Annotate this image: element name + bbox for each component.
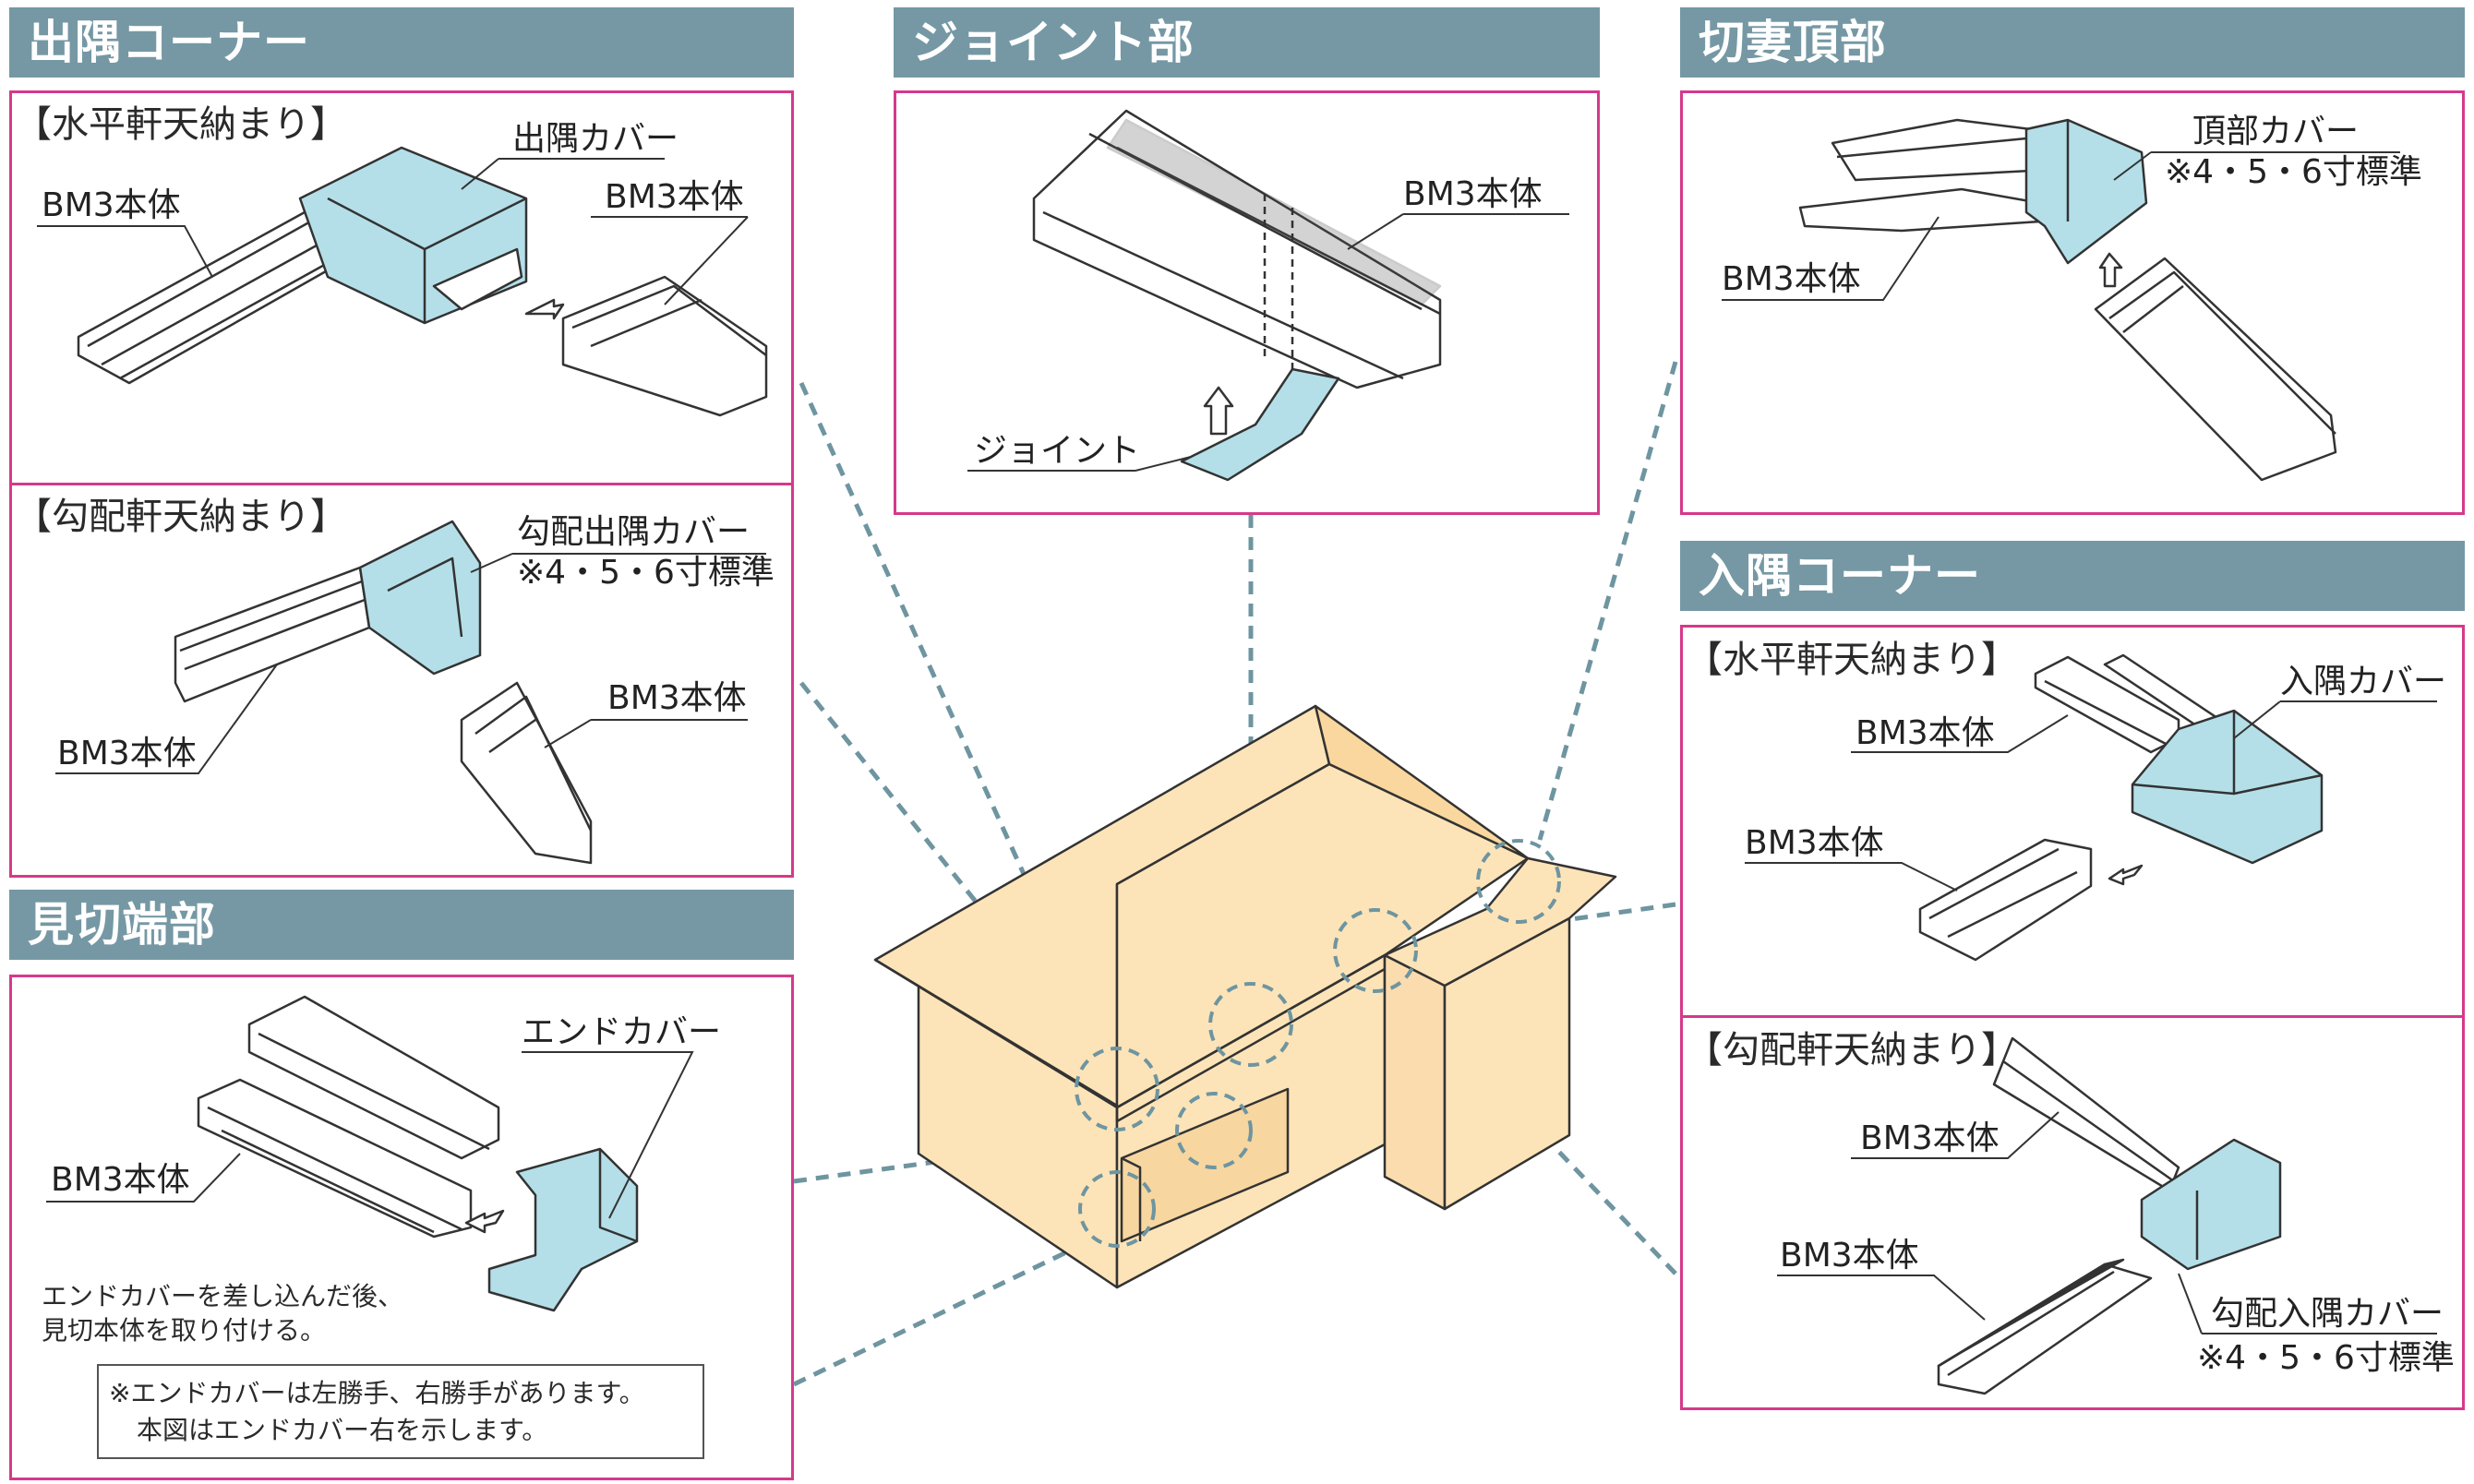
irizumi-sloped-body-bottom-label: BM3本体 <box>1780 1237 1919 1275</box>
kirizuma-leaders <box>1722 151 2400 301</box>
dezumi-horizontal-body-right-label: BM3本体 <box>605 178 744 216</box>
mikiri-cover-label: エンドカバー <box>522 1013 722 1051</box>
dezumi-sloped-cover-label: 勾配出隅カバー <box>517 513 751 551</box>
dezumi-horizontal-cover-label: 出隅カバー <box>512 120 679 158</box>
mikiri-instruction-line2: 見切本体を取り付ける。 <box>42 1315 327 1346</box>
header-mikiri-title: 見切端部 <box>28 898 216 951</box>
irizumi-horizontal-cover-label: 入隅カバー <box>2280 663 2447 700</box>
kirizuma-drawing <box>1798 118 2337 482</box>
header-irizumi-corner: 入隅コーナー <box>1680 541 2465 611</box>
dezumi-sloped-drawing <box>174 520 593 865</box>
irizumi-sloped-body-top-label: BM3本体 <box>1860 1119 2000 1157</box>
irizumi-horizontal-leaders <box>1745 700 2437 892</box>
irizumi-sloped-heading: 【勾配軒天納まり】 <box>1686 1029 2018 1071</box>
detail-circles <box>1075 839 1561 1248</box>
dezumi-sloped-body-right-label: BM3本体 <box>607 679 747 717</box>
irizumi-sloped-drawing <box>1937 1036 2282 1395</box>
kirizuma-cover-label: 頂部カバー <box>2192 113 2360 150</box>
dezumi-sloped-heading: 【勾配軒天納まり】 <box>15 496 347 538</box>
irizumi-sloped-leaders <box>1777 1111 2437 1334</box>
joint-drawing <box>1032 109 1442 482</box>
joint-leaders <box>967 213 1569 472</box>
irizumi-horizontal-body-top-label: BM3本体 <box>1856 714 1995 752</box>
mikiri-note-line1: ※エンドカバーは左勝手、右勝手があります。 <box>109 1378 645 1408</box>
irizumi-horizontal-heading: 【水平軒天納まり】 <box>1686 639 2018 681</box>
mikiri-note-box <box>97 1364 704 1459</box>
header-kirizuma: 切妻頂部 <box>1680 7 2465 78</box>
dezumi-horizontal-leaders <box>37 158 749 305</box>
mikiri-note-line2: 本図はエンドカバー右を示します。 <box>137 1415 548 1445</box>
joint-joint-label: ジョイント <box>974 432 1141 470</box>
dezumi-horizontal-body-left-label: BM3本体 <box>42 186 181 224</box>
header-joint: ジョイント部 <box>894 7 1600 78</box>
mikiri-body-label: BM3本体 <box>51 1161 190 1199</box>
header-joint-title: ジョイント部 <box>912 16 1195 69</box>
dezumi-sloped-cover-note: ※4・5・6寸標準 <box>517 554 775 592</box>
mikiri-drawing <box>197 995 639 1312</box>
header-mikiri: 見切端部 <box>9 890 794 960</box>
header-irizumi-title: 入隅コーナー <box>1699 549 1981 603</box>
dezumi-horizontal-drawing <box>77 146 768 417</box>
mikiri-leaders <box>46 1051 694 1219</box>
dezumi-sloped-body-left-label: BM3本体 <box>57 735 197 772</box>
irizumi-sloped-cover-note: ※4・5・6寸標準 <box>2197 1339 2455 1377</box>
dezumi-horizontal-heading: 【水平軒天納まり】 <box>15 103 347 146</box>
header-kirizuma-title: 切妻頂部 <box>1699 16 1887 69</box>
irizumi-horizontal-body-bottom-label: BM3本体 <box>1745 824 1884 862</box>
mikiri-instruction-line1: エンドカバーを差し込んだ後、 <box>42 1281 404 1311</box>
irizumi-horizontal-drawing <box>1918 653 2324 962</box>
panel-irizumi-sloped <box>1680 1015 2465 1410</box>
kirizuma-body-label: BM3本体 <box>1722 260 1861 298</box>
header-dezumi-corner: 出隅コーナー <box>9 7 794 78</box>
kirizuma-cover-note: ※4・5・6寸標準 <box>2165 153 2422 191</box>
irizumi-sloped-cover-label: 勾配入隅カバー <box>2211 1295 2444 1333</box>
dezumi-sloped-leaders <box>55 553 766 774</box>
joint-body-label: BM3本体 <box>1403 175 1543 213</box>
header-dezumi-title: 出隅コーナー <box>28 16 310 69</box>
